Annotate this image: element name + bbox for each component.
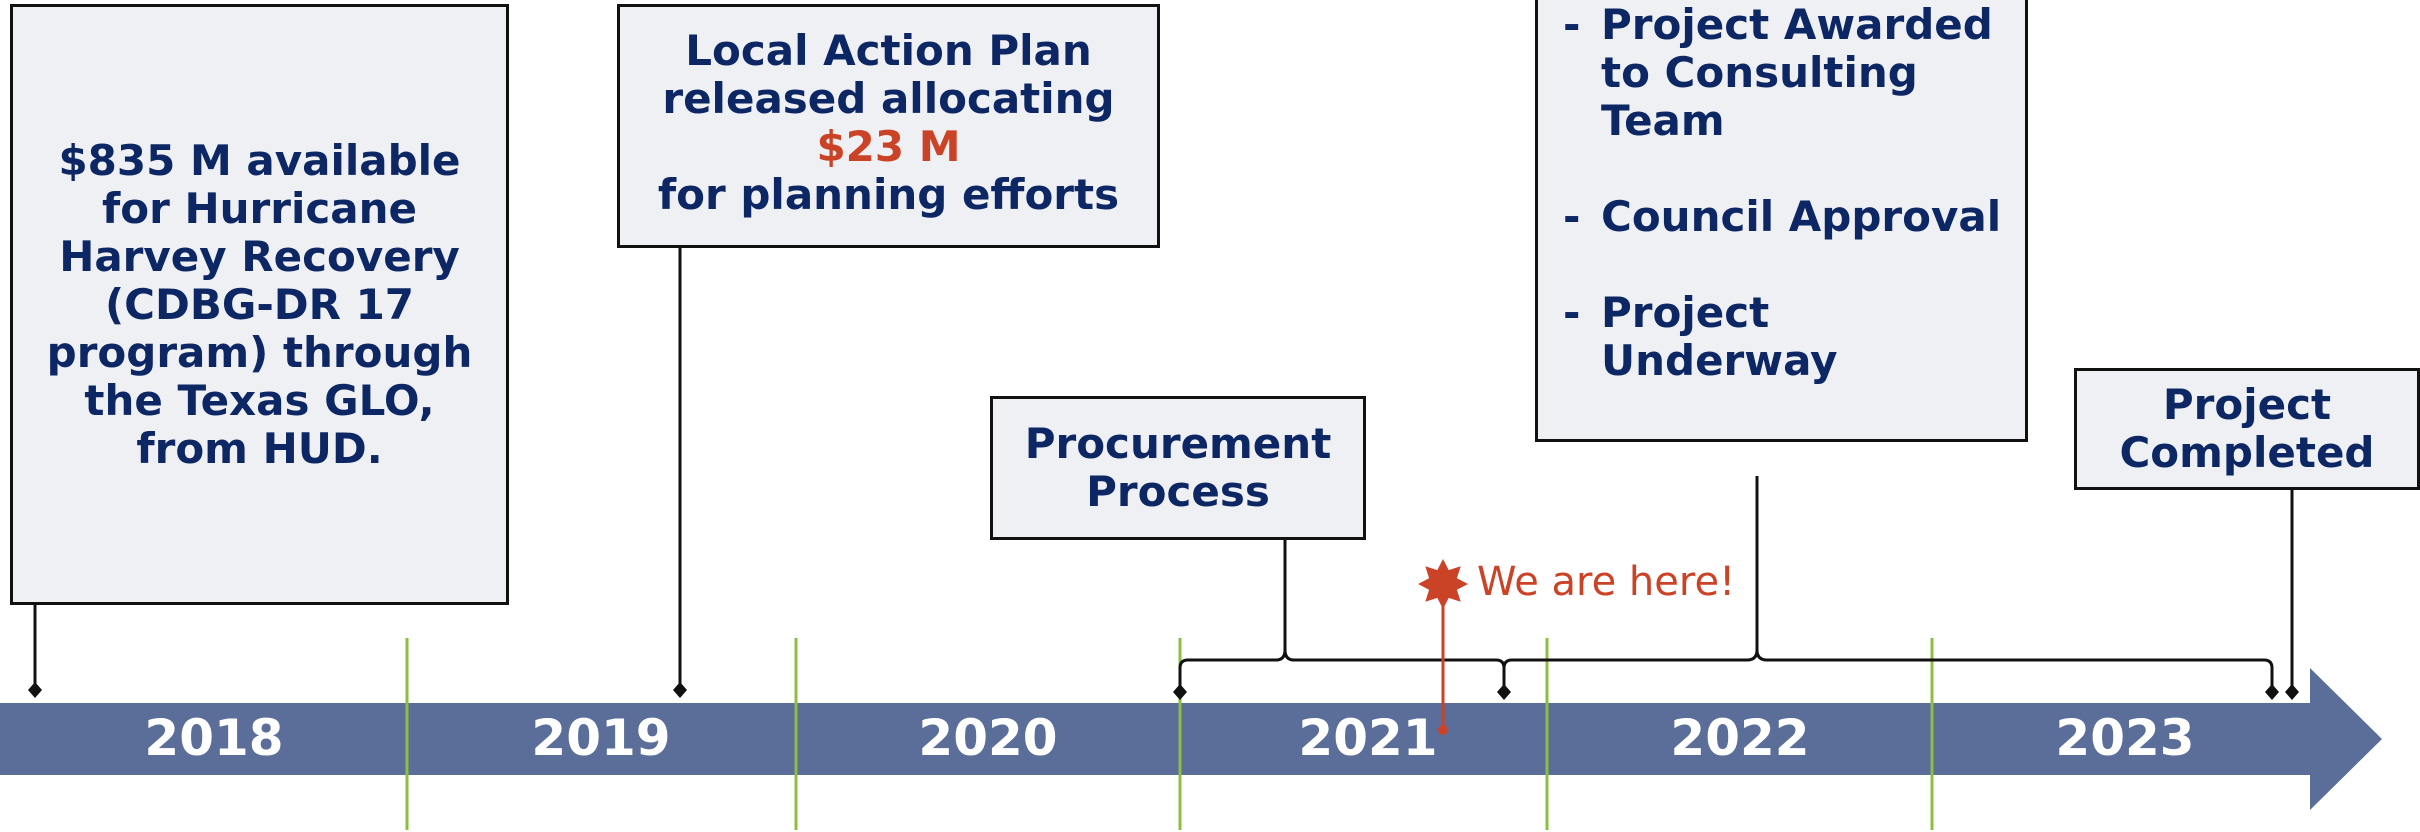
milestone-action-plan-box: Local Action Plan released allocating $2…: [617, 4, 1160, 248]
milestone-funding-box: $835 M available for Hurricane Harvey Re…: [10, 4, 509, 605]
connector-diamond: [2265, 684, 2279, 700]
milestone-award-box: - Project Awarded to Consulting Team - C…: [1535, 0, 2028, 442]
action-plan-amount: $23 M: [816, 122, 961, 171]
connector-diamond: [673, 682, 687, 698]
year-label-2019: 2019: [531, 709, 671, 767]
year-label-2023: 2023: [2055, 709, 2195, 767]
bullet-dash: -: [1563, 0, 1581, 49]
milestone-procurement-box: Procurement Process: [990, 396, 1366, 540]
award-item-text: Project Awarded: [1601, 0, 1993, 49]
year-label-2018: 2018: [144, 709, 284, 767]
funding-text: program) through: [46, 327, 473, 377]
completed-text: Completed: [2119, 428, 2375, 477]
timeline-arrow: [0, 668, 2382, 810]
award-item-text: Project: [1601, 288, 1770, 337]
star-burst-icon: [1418, 559, 1468, 609]
action-plan-text: for planning efforts: [657, 170, 1120, 219]
award-list-item: - Project Underway: [1563, 289, 2025, 385]
award-item-text: Team: [1601, 96, 1725, 145]
award-item-text: Council Approval: [1601, 192, 2002, 241]
connector-diamond: [28, 682, 42, 698]
current-marker-dot: [1438, 725, 1448, 735]
milestone-completed-box: Project Completed: [2074, 368, 2420, 490]
procurement-bracket: [1178, 540, 1506, 692]
action-plan-text: released allocating: [662, 74, 1115, 123]
award-bracket: [1502, 476, 2274, 692]
year-label-2021: 2021: [1298, 709, 1438, 767]
connector-diamond: [1173, 684, 1187, 700]
bullet-dash: -: [1563, 288, 1581, 337]
award-list-item: - Project Awarded to Consulting Team: [1563, 1, 2025, 145]
action-plan-text: Local Action Plan: [685, 26, 1092, 75]
award-item-text: Underway: [1601, 336, 1838, 385]
connector-diamond: [2285, 684, 2299, 700]
completed-text: Project: [2162, 380, 2332, 429]
funding-text: (CDBG-DR 17: [104, 279, 415, 329]
procurement-text: Process: [1086, 467, 1270, 516]
bullet-dash: -: [1563, 192, 1581, 241]
year-label-2020: 2020: [918, 709, 1058, 767]
current-marker-label: We are here!: [1477, 559, 1736, 605]
funding-text: from HUD.: [136, 423, 383, 473]
funding-text: for Hurricane: [102, 183, 417, 233]
funding-text: $835 M available: [58, 135, 461, 185]
year-label-2022: 2022: [1670, 709, 1810, 767]
award-item-text: to Consulting: [1601, 48, 1918, 97]
procurement-text: Procurement: [1024, 419, 1332, 468]
funding-text: Harvey Recovery: [59, 231, 460, 281]
award-list-item: - Council Approval: [1563, 193, 2025, 241]
funding-text: the Texas GLO,: [84, 375, 435, 425]
